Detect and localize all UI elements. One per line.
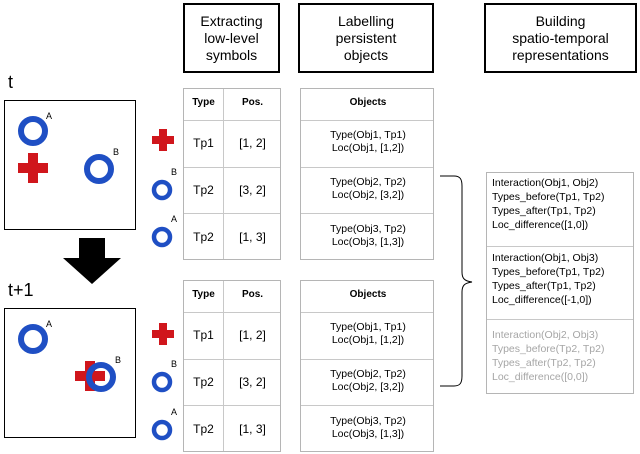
ring-icon [151,179,173,201]
interaction-line: Loc_difference([-1,0]) [492,294,592,306]
cross-icon [152,323,174,345]
ring-icon-label-b: B [171,167,178,177]
header-extracting-line3: symbols [205,46,258,63]
object-type-fact: Type(Obj1, Tp1) [330,129,406,141]
interaction-line-muted: Loc_difference([0,0]) [492,371,589,383]
interaction-line-muted: Types_after(Tp2, Tp2) [492,357,596,369]
ring-object-a [18,324,48,354]
col-objects-header: Objects [349,289,387,300]
header-building-line3: representations [512,46,609,63]
interaction-line: Loc_difference([1,0]) [492,219,589,231]
frame-t-label-b: B [113,147,120,157]
ring-object-b [86,362,116,392]
ring-icon-label-a: A [171,407,178,417]
pos-cell: [1, 2] [239,136,266,150]
pos-cell: [3, 2] [239,183,266,197]
ring-icon-label-a: A [171,214,178,224]
interaction-line: Types_before(Tp1, Tp2) [492,266,605,278]
objects-table-top: Objects Type(Obj1, Tp1) Loc(Obj1, [1,2])… [300,88,434,260]
frame-t-scene [18,116,114,184]
ring-object-b [84,154,114,184]
frame-t1-label-b: B [115,355,122,365]
type-cell: Tp2 [193,422,214,436]
pos-cell: [1, 3] [239,230,266,244]
frame-t-label: t [8,72,14,92]
header-building: Building spatio-temporal representations [484,3,637,73]
frame-t-label-a: A [46,111,53,121]
header-extracting: Extracting low-level symbols [183,3,280,73]
col-type-header: Type [192,97,215,108]
ring-object-a [18,116,48,146]
col-pos-header: Pos. [241,97,264,108]
type-cell: Tp2 [193,183,214,197]
object-loc-fact: Loc(Obj1, [1,2]) [331,334,405,346]
right-brace-icon [440,175,473,387]
interaction-line: Interaction(Obj1, Obj2) [492,177,599,189]
col-pos-header: Pos. [241,289,264,300]
symbols-table-bottom: Type Pos. Tp1 [1, 2] Tp2 [3, 2] Tp2 [1, … [183,280,281,452]
header-building-line1: Building [535,12,586,29]
type-cell: Tp2 [193,230,214,244]
object-type-fact: Type(Obj3, Tp2) [330,415,406,427]
object-loc-fact: Loc(Obj3, [1,3]) [331,236,405,248]
object-loc-fact: Loc(Obj1, [1,2]) [331,142,405,154]
interaction-line: Types_before(Tp1, Tp2) [492,191,605,203]
frame-t1-label-a: A [46,319,53,329]
object-loc-fact: Loc(Obj3, [1,3]) [331,428,405,440]
frame-t: A B [4,100,136,230]
pos-cell: [1, 3] [239,422,266,436]
object-loc-fact: Loc(Obj2, [3,2]) [331,381,405,393]
cross-icon [152,129,174,151]
col-type-header: Type [192,289,215,300]
interaction-line-muted: Types_before(Tp2, Tp2) [492,343,605,355]
type-cell: Tp1 [193,328,214,342]
col-objects-header: Objects [349,97,387,108]
header-labelling: Labelling persistent objects [298,3,434,73]
header-labelling-line3: objects [343,46,389,63]
interaction-line-muted: Interaction(Obj2, Obj3) [492,329,599,341]
header-extracting-line1: Extracting [200,12,263,29]
interactions-panel [486,172,634,394]
down-arrow-icon [63,238,121,284]
header-building-line2: spatio-temporal [512,29,609,46]
type-cell: Tp2 [193,375,214,389]
object-type-fact: Type(Obj3, Tp2) [330,223,406,235]
interaction-line: Types_after(Tp1, Tp2) [492,205,596,217]
header-labelling-line1: Labelling [337,12,395,29]
cross-object [18,153,48,183]
pos-cell: [1, 2] [239,328,266,342]
frame-t1: A B [4,308,136,438]
ring-icon [151,419,173,441]
object-type-fact: Type(Obj2, Tp2) [330,176,406,188]
interaction-line: Types_after(Tp1, Tp2) [492,280,596,292]
ring-icon-label-b: B [171,359,178,369]
header-labelling-line2: persistent [335,29,397,46]
ring-icon [151,371,173,393]
frame-t1-label: t+1 [8,280,34,300]
objects-table-bottom: Objects Type(Obj1, Tp1) Loc(Obj1, [1,2])… [300,280,434,452]
interaction-line: Interaction(Obj1, Obj3) [492,252,599,264]
symbols-table-top: Type Pos. Tp1 [1, 2] Tp2 [3, 2] Tp2 [1, … [183,88,281,260]
ring-icon [151,226,173,248]
object-type-fact: Type(Obj1, Tp1) [330,321,406,333]
object-loc-fact: Loc(Obj2, [3,2]) [331,189,405,201]
type-cell: Tp1 [193,136,214,150]
object-type-fact: Type(Obj2, Tp2) [330,368,406,380]
frame-t1-scene [18,324,116,392]
pos-cell: [3, 2] [239,375,266,389]
header-extracting-line2: low-level [204,29,259,46]
